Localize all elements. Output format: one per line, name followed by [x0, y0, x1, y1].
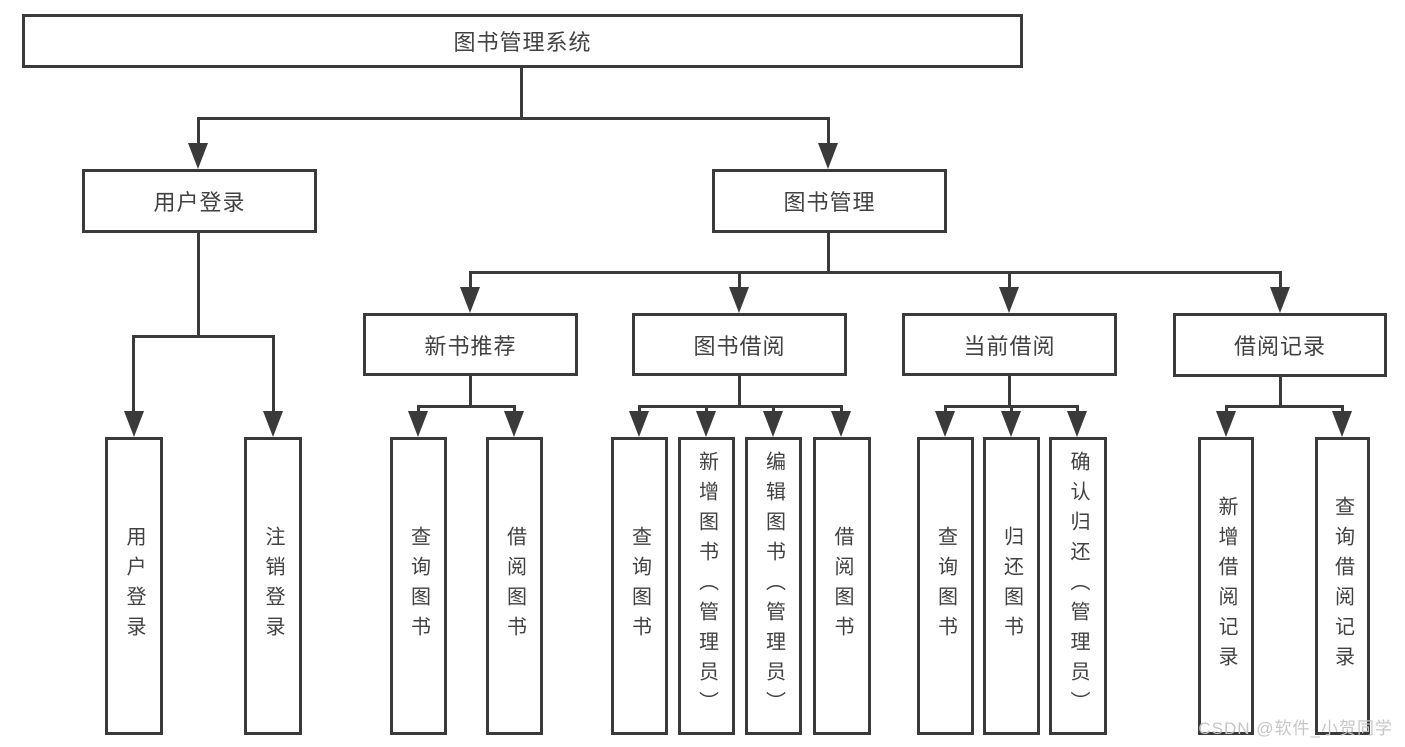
node-root-label: 图书管理系统 — [453, 30, 592, 55]
arrowhead-query-borrow-record — [1332, 411, 1352, 437]
connector-drop-leaf-user-login — [132, 335, 135, 413]
leaf-edit-book-admin-label: 编辑图书（管理员） — [762, 451, 785, 721]
node-current-borrow: 当前借阅 — [902, 313, 1117, 376]
leaf-borrow-books-recommend-label: 借阅图书 — [503, 526, 526, 646]
arrowhead-query-books-recommend — [408, 411, 428, 437]
node-book-borrow-label: 图书借阅 — [693, 333, 786, 359]
leaf-borrow-books: 借阅图书 — [813, 437, 871, 735]
node-book-management-label: 图书管理 — [783, 190, 876, 215]
arrowhead-borrow-records — [1270, 287, 1290, 313]
node-user-login-label: 用户登录 — [153, 190, 246, 215]
connector-new-book-splitter — [417, 405, 516, 408]
connector-book-borrow-stub — [738, 376, 741, 407]
connector-user-login-splitter — [132, 335, 275, 338]
connector-drop-new-book — [469, 271, 472, 291]
leaf-confirm-return-admin-label: 确认归还（管理员） — [1067, 451, 1089, 721]
connector-borrow-records-splitter — [1225, 405, 1344, 408]
leaf-return-book: 归还图书 — [983, 437, 1040, 735]
connector-borrow-records-stub — [1279, 377, 1282, 407]
connector-new-book-stub — [469, 376, 472, 407]
connector-drop-confirm-return — [1076, 405, 1079, 415]
leaf-query-borrow-record: 查询借阅记录 — [1315, 437, 1370, 735]
node-new-book-recommend-label: 新书推荐 — [424, 333, 517, 359]
arrowhead-current-borrow — [999, 287, 1019, 313]
connector-book-management-stub — [827, 233, 830, 274]
node-borrow-records: 借阅记录 — [1173, 313, 1387, 377]
arrowhead-leaf-user-login — [124, 411, 144, 437]
leaf-return-book-label: 归还图书 — [1000, 526, 1023, 646]
arrowhead-borrow-books — [831, 411, 851, 437]
connector-drop-book-management — [827, 117, 830, 147]
node-current-borrow-label: 当前借阅 — [963, 333, 1056, 359]
connector-book-borrow-splitter — [638, 405, 843, 408]
arrowhead-leaf-logout — [263, 411, 283, 437]
leaf-confirm-return-admin: 确认归还（管理员） — [1049, 437, 1107, 735]
arrowhead-query-books-borrow — [629, 411, 649, 437]
arrowhead-query-books-current — [935, 411, 955, 437]
connector-drop-current-borrow — [1008, 271, 1011, 291]
leaf-add-book-admin-label: 新增图书（管理员） — [695, 451, 718, 721]
arrowhead-add-borrow-record — [1216, 411, 1236, 437]
connector-drop-borrow-books-recommend — [513, 405, 516, 415]
leaf-borrow-books-recommend: 借阅图书 — [486, 437, 543, 735]
connector-drop-edit-book-admin — [772, 405, 775, 415]
leaf-logout-label: 注销登录 — [262, 526, 284, 646]
leaf-edit-book-admin: 编辑图书（管理员） — [745, 437, 802, 735]
arrowhead-book-management — [818, 143, 838, 169]
node-new-book-recommend: 新书推荐 — [363, 313, 578, 376]
leaf-query-books-borrow: 查询图书 — [611, 437, 668, 735]
connector-drop-return-book — [1010, 405, 1013, 415]
node-book-management: 图书管理 — [712, 169, 947, 233]
arrowhead-confirm-return — [1067, 411, 1087, 437]
leaf-query-books-borrow-label: 查询图书 — [628, 526, 651, 646]
node-book-borrow: 图书借阅 — [632, 313, 847, 376]
node-root: 图书管理系统 — [22, 14, 1023, 68]
node-user-login: 用户登录 — [82, 169, 317, 233]
leaf-add-borrow-record: 新增借阅记录 — [1198, 437, 1254, 735]
connector-drop-user-login — [197, 117, 200, 147]
leaf-user-login-label: 用户登录 — [123, 526, 145, 646]
arrowhead-user-login — [188, 143, 208, 169]
connector-drop-book-borrow — [738, 271, 741, 291]
arrowhead-new-book — [460, 287, 480, 313]
leaf-borrow-books-label: 借阅图书 — [831, 526, 853, 646]
leaf-query-books-current: 查询图书 — [917, 437, 974, 735]
connector-drop-query-books-borrow — [638, 405, 641, 415]
connector-root-stub — [520, 68, 523, 120]
connector-drop-borrow-books — [840, 405, 843, 415]
connector-root-splitter — [197, 117, 830, 120]
leaf-query-borrow-record-label: 查询借阅记录 — [1331, 496, 1354, 676]
arrowhead-add-book-admin — [696, 411, 716, 437]
connector-drop-add-book-admin — [705, 405, 708, 415]
connector-drop-leaf-logout — [272, 335, 275, 413]
connector-user-login-stub — [197, 233, 200, 338]
leaf-query-books-recommend: 查询图书 — [390, 437, 447, 735]
leaf-query-books-recommend-label: 查询图书 — [407, 526, 430, 646]
leaf-add-book-admin: 新增图书（管理员） — [678, 437, 735, 735]
arrowhead-book-borrow — [729, 287, 749, 313]
watermark: CSDN @软件_小贺同学 — [1198, 719, 1393, 738]
arrowhead-edit-book-admin — [763, 411, 783, 437]
connector-drop-query-books-current — [944, 405, 947, 415]
connector-level3-splitter — [469, 271, 1282, 274]
node-borrow-records-label: 借阅记录 — [1233, 334, 1326, 359]
arrowhead-return-book — [1001, 411, 1021, 437]
leaf-logout: 注销登录 — [244, 437, 302, 735]
connector-drop-borrow-records — [1279, 271, 1282, 291]
connector-current-borrow-stub — [1008, 376, 1011, 407]
leaf-query-books-current-label: 查询图书 — [934, 526, 957, 646]
leaf-add-borrow-record-label: 新增借阅记录 — [1215, 496, 1237, 676]
arrowhead-borrow-books-recommend — [504, 411, 524, 437]
connector-drop-add-borrow-record — [1225, 405, 1228, 415]
leaf-user-login: 用户登录 — [105, 437, 163, 735]
connector-drop-query-borrow-record — [1341, 405, 1344, 415]
connector-drop-query-books-recommend — [417, 405, 420, 415]
